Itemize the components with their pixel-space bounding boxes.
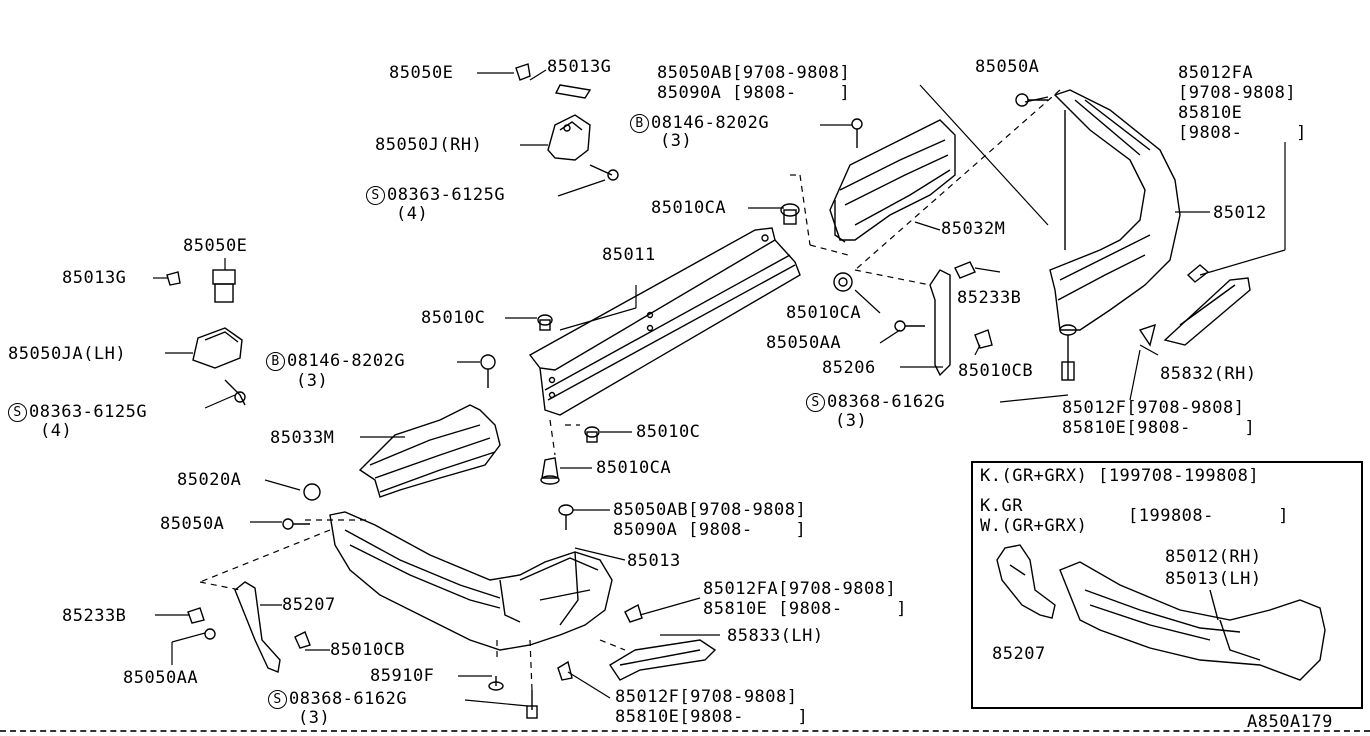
inset-bracket-label: 85207 bbox=[992, 644, 1046, 664]
label-85010cb-right: 85010CB bbox=[958, 361, 1034, 381]
fastener-85010ca-low bbox=[540, 457, 560, 485]
label-85810e-top-date: [9808- ] bbox=[1178, 123, 1307, 143]
label-85050ab-low: 85050AB[9708-9808] bbox=[613, 500, 807, 520]
bracket-85206 bbox=[894, 261, 993, 377]
bracket-85050j bbox=[547, 114, 619, 181]
fastener-85010c-mid bbox=[537, 314, 553, 331]
bumper-end-85012 bbox=[1015, 89, 1181, 331]
label-85810e-low2: 85810E[9808- ] bbox=[615, 707, 809, 727]
label-85010ca-low: 85010CA bbox=[596, 458, 672, 478]
step-pad-85833 bbox=[557, 603, 717, 681]
inset-line2c: [199808- ] bbox=[1128, 506, 1290, 526]
label-85233b-low: 85233B bbox=[62, 606, 127, 626]
label-85090a-top: 85090A [9808- ] bbox=[657, 83, 851, 103]
inset-line2b: W.(GR+GRX) bbox=[980, 516, 1088, 536]
inset-line2a: K.GR bbox=[980, 496, 1023, 516]
bracket-85050ja bbox=[192, 327, 246, 406]
bottom-border bbox=[0, 730, 1370, 732]
qty-08363-left: (4) bbox=[40, 421, 73, 441]
clip-85050e-top bbox=[515, 63, 592, 99]
label-85050a-low: 85050A bbox=[160, 514, 225, 534]
clip-85050e-left bbox=[166, 269, 236, 303]
inset-part-rh: 85012(RH) bbox=[1165, 547, 1262, 567]
qty-08363-top: (4) bbox=[396, 204, 429, 224]
label-85050aa-right: 85050AA bbox=[766, 333, 842, 353]
variant-inset-box bbox=[971, 461, 1363, 709]
qty-08368-right: (3) bbox=[835, 411, 868, 431]
label-85810e-low: 85810E [9808- ] bbox=[703, 599, 907, 619]
b-circle-mark: B bbox=[266, 352, 285, 371]
label-85810e-top: 85810E bbox=[1178, 103, 1243, 123]
label-85050aa-low: 85050AA bbox=[123, 668, 199, 688]
step-pad-85832 bbox=[1138, 264, 1251, 347]
label-85012f-right: 85012F[9708-9808] bbox=[1062, 398, 1245, 418]
label-85013g-left: 85013G bbox=[62, 268, 127, 288]
b-circle-mark: B bbox=[630, 114, 649, 133]
bumper-85013 bbox=[329, 511, 613, 651]
label-85012fa-top-date: [9708-9808] bbox=[1178, 83, 1297, 103]
label-85050a-top: 85050A bbox=[975, 57, 1040, 77]
label-85050j: 85050J(RH) bbox=[375, 135, 483, 155]
bolt-85050ab-low bbox=[558, 504, 574, 530]
label-85012f-low: 85012F[9708-9808] bbox=[615, 687, 798, 707]
fastener-85010c-low bbox=[584, 426, 600, 443]
label-85011: 85011 bbox=[602, 245, 656, 265]
label-85010ca-mid: 85010CA bbox=[786, 303, 862, 323]
qty-08368-low: (3) bbox=[298, 708, 331, 728]
label-85012: 85012 bbox=[1213, 203, 1267, 223]
s-circle-mark: S bbox=[806, 393, 825, 412]
bolt-85910f bbox=[488, 676, 504, 691]
label-85050e-left: 85050E bbox=[183, 236, 248, 256]
s-circle-mark: S bbox=[268, 690, 287, 709]
label-85050e-top: 85050E bbox=[389, 63, 454, 83]
inset-line1: K.(GR+GRX) [199708-199808] bbox=[980, 466, 1260, 486]
label-85010c-mid: 85010C bbox=[421, 308, 486, 328]
label-85033m: 85033M bbox=[270, 428, 335, 448]
label-85833: 85833(LH) bbox=[727, 626, 824, 646]
label-85090a-low: 85090A [9808- ] bbox=[613, 520, 807, 540]
rail-85011 bbox=[528, 227, 801, 416]
s-circle-mark: S bbox=[366, 186, 385, 205]
label-85013g-top: 85013G bbox=[547, 57, 612, 77]
label-85050ja: 85050JA(LH) bbox=[8, 344, 127, 364]
label-85013: 85013 bbox=[627, 551, 681, 571]
label-85010ca-top: 85010CA bbox=[651, 198, 727, 218]
bracket-85033m bbox=[303, 354, 501, 501]
label-85032m: 85032M bbox=[941, 219, 1006, 239]
label-85010cb-low: 85010CB bbox=[330, 640, 406, 660]
label-85012fa-low: 85012FA[9708-9808] bbox=[703, 579, 897, 599]
label-85020a: 85020A bbox=[177, 470, 242, 490]
s-circle-mark: S bbox=[8, 403, 27, 422]
fastener-85010ca-mid bbox=[833, 272, 853, 292]
label-85207: 85207 bbox=[282, 595, 336, 615]
qty-08146-top: (3) bbox=[660, 131, 693, 151]
inset-part-lh: 85013(LH) bbox=[1165, 569, 1262, 589]
label-85050ab-top: 85050AB[9708-9808] bbox=[657, 63, 851, 83]
inset-illustration bbox=[996, 544, 1326, 681]
dashed-lines bbox=[199, 89, 1061, 691]
bolt-85050a-low bbox=[282, 518, 310, 530]
label-85206: 85206 bbox=[822, 358, 876, 378]
label-85233b-right: 85233B bbox=[957, 288, 1022, 308]
diagram-id: A850A179 bbox=[1247, 712, 1333, 732]
bracket-85032m bbox=[829, 118, 956, 243]
qty-08146-left: (3) bbox=[296, 371, 329, 391]
bolt-08368-right bbox=[1059, 324, 1077, 381]
bolt-08368-low bbox=[526, 690, 538, 719]
label-85810e-right: 85810E[9808- ] bbox=[1062, 418, 1256, 438]
label-85832: 85832(RH) bbox=[1160, 364, 1257, 384]
fastener-85010ca-top bbox=[780, 203, 800, 225]
label-85910f: 85910F bbox=[370, 666, 435, 686]
bracket-85207 bbox=[187, 581, 311, 673]
label-85012fa-top: 85012FA bbox=[1178, 63, 1254, 83]
label-85010c-low: 85010C bbox=[636, 422, 701, 442]
